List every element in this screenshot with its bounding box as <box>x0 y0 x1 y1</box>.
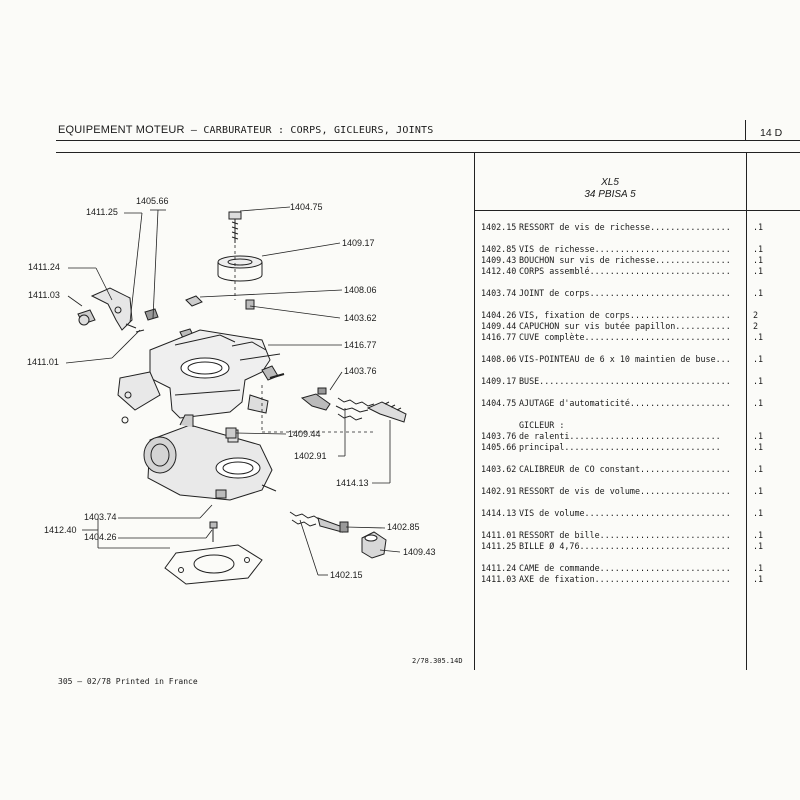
callout-1402-85: 1402.85 <box>387 522 420 532</box>
header-rule-bottom <box>56 152 800 153</box>
header-rule-top <box>56 140 800 141</box>
callout-1403-74: 1403.74 <box>84 512 117 522</box>
venturi-part <box>217 255 263 282</box>
body-screw-part <box>209 521 218 542</box>
title-sub: – CARBURATEUR : CORPS, GICLEURS, JOINTS <box>190 125 434 136</box>
page-number: 14 D <box>760 127 783 139</box>
throttle-cap-part <box>225 427 237 439</box>
callout-1409-17: 1409.17 <box>342 238 375 248</box>
jets-part <box>144 295 255 339</box>
callout-1412-40: 1412.40 <box>44 525 77 535</box>
callout-1411-01: 1411.01 <box>27 357 59 367</box>
table-left-border <box>474 152 475 670</box>
callout-1403-62: 1403.62 <box>344 313 377 323</box>
callout-1404-75: 1404.75 <box>290 202 323 212</box>
cam-part <box>77 287 145 333</box>
callout-1411-25: 1411.25 <box>86 207 118 217</box>
model-name: XL5 <box>601 177 619 188</box>
callout-1416-77: 1416.77 <box>344 340 377 350</box>
table-qty-border <box>746 152 747 670</box>
title-main: EQUIPEMENT MOTEUR <box>58 124 185 136</box>
table-row: 1405.66 principal.......................… <box>481 442 764 452</box>
page-footer: 305 – 02/78 Printed in France <box>58 677 198 686</box>
ajutage-screw-part <box>228 211 242 243</box>
callout-1411-24: 1411.24 <box>28 262 60 272</box>
model-engine: 34 PBISA 5 <box>584 189 636 200</box>
callout-1403-76: 1403.76 <box>344 366 377 376</box>
table-row: GICLEUR : <box>519 420 565 430</box>
callout-1402-15: 1402.15 <box>330 570 363 580</box>
callout-1408-06: 1408.06 <box>344 285 377 295</box>
header-tick <box>745 120 746 140</box>
idle-jet-part <box>300 387 331 411</box>
richness-cap-part <box>361 531 387 559</box>
volume-screw-part <box>366 401 407 423</box>
richness-screw-part <box>289 511 349 533</box>
table-row: 1403.76 de ralenti......................… <box>481 431 764 441</box>
callout-1404-26: 1404.26 <box>84 532 117 542</box>
table-header-rule <box>474 210 800 211</box>
callout-1405-66: 1405.66 <box>136 196 169 206</box>
callout-1402-91: 1402.91 <box>294 451 327 461</box>
callout-1411-03: 1411.03 <box>28 290 60 300</box>
volume-spring-part <box>335 397 375 421</box>
document-reference: 2/78.305.14D <box>412 657 463 665</box>
callout-1409-44: 1409.44 <box>288 429 321 439</box>
callout-leaders <box>65 206 401 576</box>
callout-1409-43: 1409.43 <box>403 547 436 557</box>
callout-1414-13: 1414.13 <box>336 478 369 488</box>
carburetor-body-part <box>117 329 285 424</box>
page-title: EQUIPEMENT MOTEUR – CARBURATEUR : CORPS,… <box>58 124 434 136</box>
gasket-part <box>164 544 263 585</box>
throttle-body-part <box>143 414 277 501</box>
